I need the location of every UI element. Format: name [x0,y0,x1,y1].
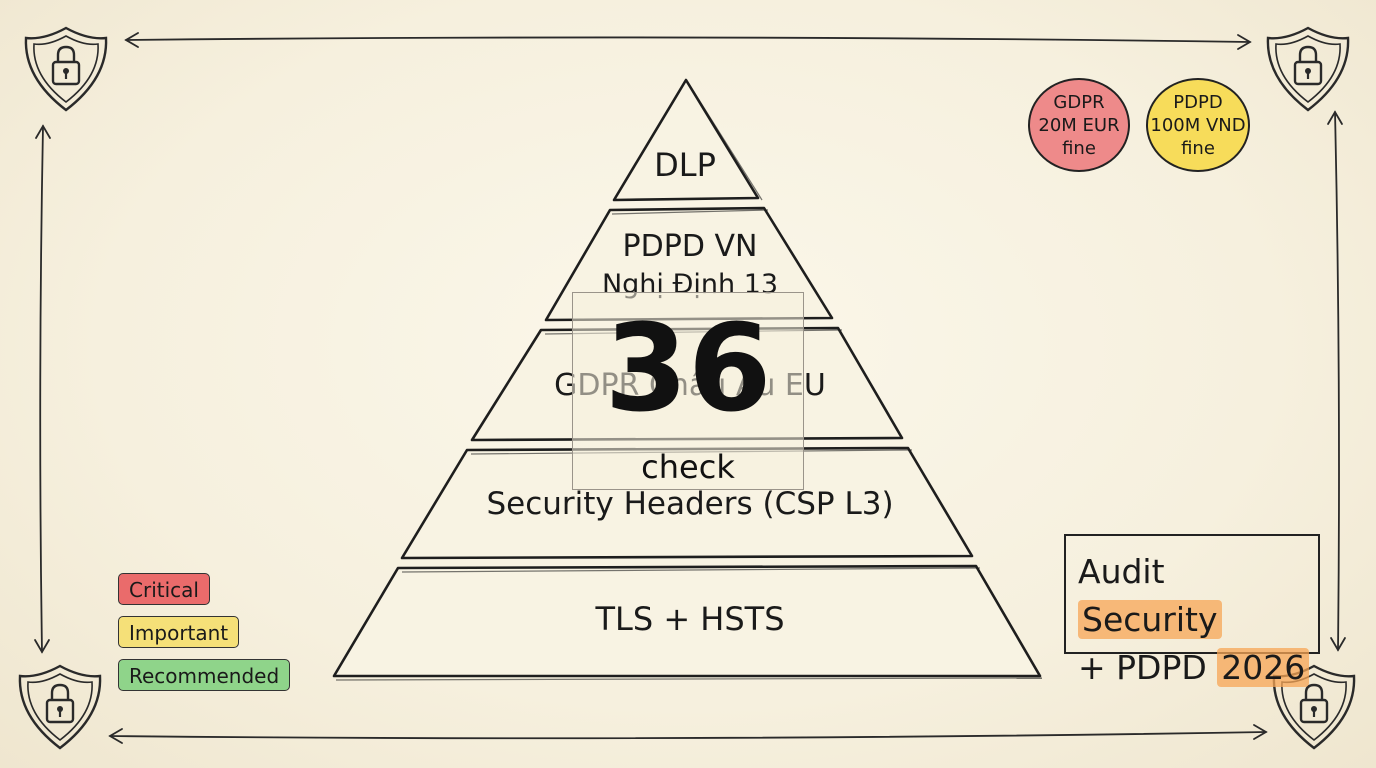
check-count-overlay [572,292,804,490]
fine-pdpd-line1: PDPD [1173,91,1223,113]
pyramid-tier-tls [332,564,1042,678]
arrow-icon-top [124,32,1252,50]
tier-label-tls: TLS + HSTS [595,600,785,638]
audit-word-security: Security [1078,600,1222,639]
lock-shield-icon-bottom-left [18,664,102,750]
lock-shield-icon-top-left [24,26,108,112]
audit-line-2: + PDPD 2026 [1078,644,1318,692]
fine-pdpd-line2: 100M VND [1150,114,1246,136]
audit-title-box: Audit Security + PDPD 2026 [1064,534,1320,687]
fine-gdpr-line3: fine [1062,137,1096,159]
audit-line-1: Audit Security [1078,548,1318,644]
fine-gdpr-line2: 20M EUR [1038,114,1120,136]
fine-pdpd-line3: fine [1181,137,1215,159]
fine-badge-gdpr: GDPR 20M EUR fine [1028,78,1130,172]
pyramid-tier-dlp [612,78,760,202]
fine-gdpr-line1: GDPR [1053,91,1105,113]
fine-badge-pdpd: PDPD 100M VND fine [1146,78,1250,172]
legend-important: Important [118,616,240,648]
arrow-icon-left [34,124,51,654]
audit-word-audit: Audit [1078,552,1165,591]
audit-word-pdpd: + PDPD [1078,648,1207,687]
arrow-icon-right [1327,110,1346,652]
tier-label-dlp: DLP [654,146,716,184]
legend-critical: Critical [118,573,210,605]
tier-label-security-headers: Security Headers (CSP L3) [486,486,894,522]
legend-recommended: Recommended [118,659,291,691]
tier-label-pdpd-title: PDPD VN [622,229,758,264]
lock-shield-icon-top-right [1266,26,1350,112]
check-count-number: 36 [604,300,772,439]
audit-word-year: 2026 [1217,648,1310,687]
arrow-icon-bottom [108,724,1268,744]
check-count-caption: check [641,448,735,486]
